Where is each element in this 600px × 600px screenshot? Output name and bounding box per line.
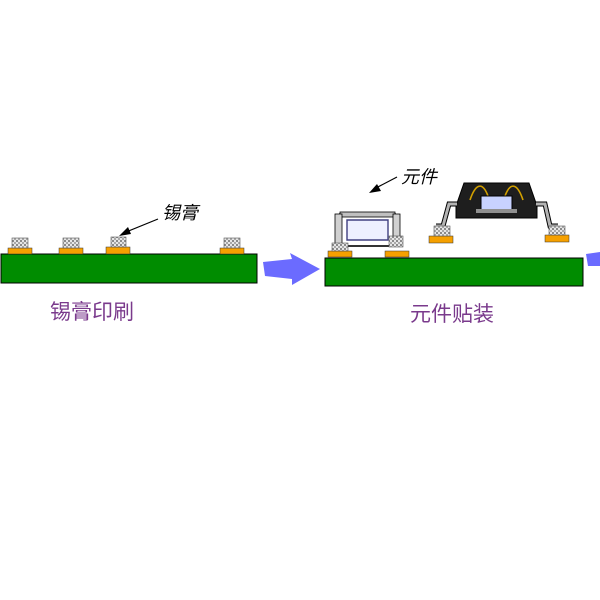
step2-group [324,176,584,287]
pcb-board-1 [0,253,258,284]
pad-with-paste [384,235,410,258]
process-arrow-icon-partial [586,252,600,266]
pad-with-paste [219,237,245,255]
paste-annotation-arrow [119,218,159,236]
pad-with-paste [105,236,131,255]
ic-package [436,182,558,229]
component-annotation-label: 元件 [401,167,437,188]
pad-with-paste [58,237,84,255]
step1-group [0,218,258,284]
paste-annotation-label: 锡膏 [162,203,198,224]
pcb-board-2 [324,257,584,287]
chip-component [334,211,401,247]
pad-with-paste [327,242,353,258]
pad-with-paste [7,237,33,255]
process-arrow-icon [263,253,320,285]
step1-caption: 锡膏印刷 [50,300,134,324]
step2-caption: 元件贴装 [410,302,494,326]
pad-with-paste [428,225,454,244]
component-annotation-arrow [369,176,398,193]
pad-with-paste [544,225,570,243]
